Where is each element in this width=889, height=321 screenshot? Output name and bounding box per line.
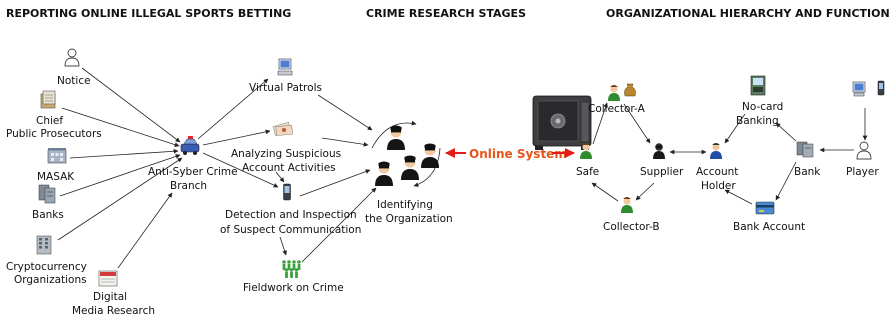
- arrow-patrols-to-identifying: [317, 94, 373, 131]
- mobile-phone-icon: [877, 80, 885, 96]
- document-pile-icon: [40, 90, 56, 109]
- arrow-detection-to-identifying: [299, 169, 371, 197]
- mobile-phone-icon: [283, 183, 291, 201]
- atm-icon: [750, 75, 766, 96]
- bank-account-label: Bank Account: [733, 221, 805, 233]
- safe-icon: [532, 95, 592, 150]
- source-chief-line1: Chief: [36, 115, 63, 127]
- safe-label: Safe: [576, 166, 599, 178]
- arrow-detection-to-fieldwork: [279, 236, 287, 256]
- supplier-label: Supplier: [640, 166, 684, 178]
- source-masak: MASAK: [37, 171, 75, 183]
- person-outline-icon: [856, 141, 872, 160]
- arrow-bank-to-nocard: [775, 122, 797, 142]
- arrow-supplier-to-collector-a: [623, 103, 651, 144]
- person-icon: [621, 197, 633, 213]
- building-icon: [36, 235, 52, 255]
- identifying-line1: Identifying: [377, 199, 433, 211]
- source-digital-line1: Digital: [93, 291, 127, 303]
- arrow-nocard-to-account-holder: [724, 113, 746, 144]
- crowd-icon: [282, 260, 301, 278]
- arrow-fieldwork-to-identifying: [301, 187, 377, 263]
- money-bill-icon: [272, 122, 293, 136]
- source-notice: Notice: [57, 75, 91, 87]
- arrow-branch-to-patrols: [197, 78, 269, 140]
- nocard-line1: No-card: [742, 101, 783, 113]
- arrow-analyzing-to-detection: [275, 171, 285, 183]
- arrow-branch-to-detection: [202, 152, 279, 188]
- nocard-line2: Banking: [736, 115, 779, 127]
- stage-detection-line1: Detection and Inspection: [225, 209, 357, 221]
- source-digital-line2: Media Research: [72, 305, 155, 317]
- source-banks: Banks: [32, 209, 64, 221]
- arrow-bank-account-to-account-holder: [724, 189, 753, 205]
- stage-analyzing-line2: Account Activities: [242, 162, 336, 174]
- arrow-masak-to-branch: [69, 148, 179, 159]
- stage-fieldwork: Fieldwork on Crime: [243, 282, 344, 294]
- computer-icon: [852, 81, 866, 97]
- building-icon: [47, 148, 67, 164]
- account-holder-line2: Holder: [701, 180, 736, 192]
- stage-detection-line2: of Suspect Communication: [220, 224, 361, 236]
- organization-group-icon: [371, 120, 441, 187]
- identifying-line2: the Organization: [365, 213, 453, 225]
- arrow-chief-to-branch: [61, 107, 180, 147]
- branch-label-line1: Anti-Syber Crime: [148, 166, 238, 178]
- stages-header: CRIME RESEARCH STAGES: [366, 7, 526, 20]
- arrow-safe-to-collector-a: [592, 102, 608, 145]
- person-icon: [608, 85, 620, 101]
- money-bag-icon: [624, 83, 636, 97]
- arrow-crypto-to-branch: [57, 157, 183, 241]
- person-icon: [710, 143, 722, 159]
- person-outline-icon: [64, 48, 80, 67]
- person-icon: [653, 143, 665, 159]
- bank-label: Bank: [794, 166, 821, 178]
- source-crypto-line2: Organizations: [14, 274, 87, 286]
- arrow-branch-to-analyzing: [202, 129, 271, 146]
- arrow-bank-to-bank-account: [775, 161, 797, 201]
- reporting-header: REPORTING ONLINE ILLEGAL SPORTS BETTING: [6, 7, 291, 20]
- newspaper-icon: [98, 270, 118, 287]
- collector-a-label: Collector-A: [588, 103, 646, 115]
- server-icon: [38, 184, 56, 204]
- server-icon: [796, 141, 814, 158]
- player-label: Player: [846, 166, 879, 178]
- police-car-icon: [180, 136, 200, 155]
- branch-label-line2: Branch: [170, 180, 207, 192]
- source-crypto-line1: Cryptocurrency: [6, 261, 87, 273]
- stage-analyzing-line1: Analyzing Suspicious: [231, 148, 341, 160]
- arrow-safe-to-collector-b: [591, 182, 619, 202]
- account-holder-line1: Account: [696, 166, 738, 178]
- source-chief-line2: Public Prosecutors: [6, 128, 102, 140]
- computer-icon: [277, 58, 293, 76]
- arrow-analyzing-to-identifying: [321, 137, 369, 147]
- online-system-label: Online System: [469, 147, 567, 161]
- bank-card-icon: [755, 201, 775, 215]
- stage-virtual-patrols: Virtual Patrols: [249, 82, 322, 94]
- arrow-digital-to-branch: [117, 192, 173, 269]
- arrow-notice-to-branch: [81, 67, 181, 143]
- hierarchy-header: ORGANIZATIONAL HIERARCHY AND FUNCTION: [606, 7, 889, 20]
- collector-b-label: Collector-B: [603, 221, 660, 233]
- arrow-supplier-to-collector-b: [635, 182, 655, 201]
- arrow-banks-to-branch: [59, 154, 181, 197]
